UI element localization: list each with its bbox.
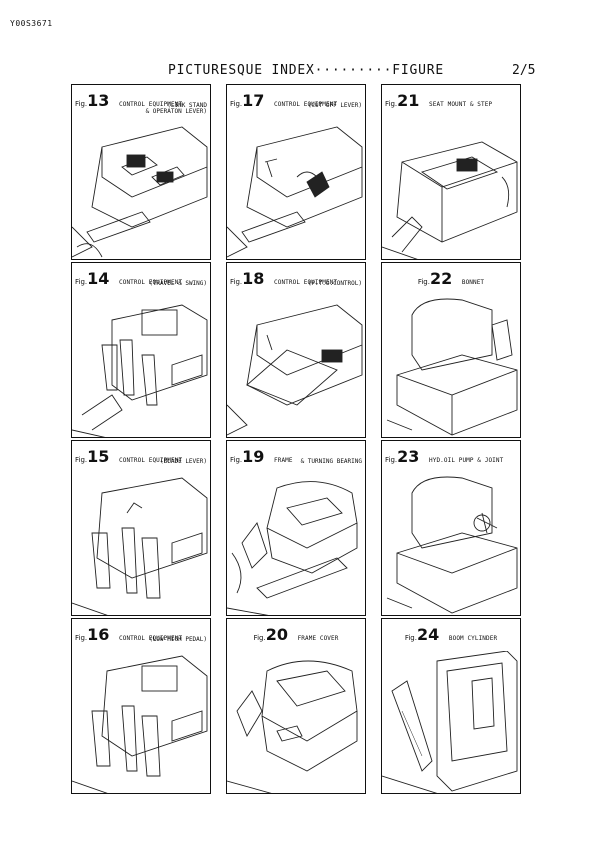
page-title: PICTURESQUE INDEX·········FIGURE bbox=[168, 63, 445, 78]
figure-illustration bbox=[227, 117, 365, 259]
figure-number: 19 bbox=[242, 447, 265, 466]
figure-subtitle: (P.T.O.CONTROL) bbox=[307, 280, 362, 287]
figure-number: 17 bbox=[242, 91, 265, 110]
figure-cell-16[interactable]: Fig.16 CONTROL EQUIPMENT (LOW-HIGH PEDAL… bbox=[71, 618, 211, 794]
figure-caption: Fig.23 HYD.OIL PUMP & JOINT bbox=[385, 447, 517, 475]
figure-number: 16 bbox=[87, 625, 110, 644]
figure-subtitle: (BLADE LEVER) bbox=[160, 458, 207, 465]
figure-subtitle: (CUT OFF LEVER) bbox=[307, 102, 362, 109]
figure-prefix: Fig. bbox=[253, 634, 266, 642]
figure-illustration bbox=[382, 650, 520, 793]
figure-cell-15[interactable]: Fig.15 CONTROL EQUIPMENT (BLADE LEVER) bbox=[71, 440, 211, 616]
figure-name: FRAME bbox=[274, 457, 293, 464]
figure-illustration bbox=[72, 117, 210, 259]
figure-number: 14 bbox=[87, 269, 110, 288]
figure-number: 21 bbox=[397, 91, 420, 110]
figure-name: CONTROL EQUIPMENT bbox=[274, 101, 338, 108]
figure-illustration bbox=[227, 295, 365, 437]
figure-index-grid: Fig.13 CONTROL EQUIPMENT (LINK STAND & O… bbox=[71, 84, 537, 796]
figure-cell-19[interactable]: Fig.19 FRAME & TURNING BEARING bbox=[226, 440, 366, 616]
figure-cell-21[interactable]: Fig.21 SEAT MOUNT & STEP bbox=[381, 84, 521, 260]
figure-prefix: Fig. bbox=[230, 456, 243, 464]
figure-caption: Fig.18 CONTROL EQUIPMENT (P.T.O.CONTROL) bbox=[230, 269, 362, 297]
figure-name: CONTROL EQUIPMENT bbox=[119, 635, 183, 642]
figure-illustration bbox=[382, 295, 520, 437]
figure-cell-23[interactable]: Fig.23 HYD.OIL PUMP & JOINT bbox=[381, 440, 521, 616]
figure-caption: Fig.19 FRAME & TURNING BEARING bbox=[230, 447, 362, 475]
figure-illustration bbox=[72, 651, 210, 793]
figure-illustration bbox=[382, 117, 520, 259]
figure-caption: Fig.17 CONTROL EQUIPMENT (CUT OFF LEVER) bbox=[230, 91, 362, 119]
figure-caption: Fig.14 CONTROL EQUIPMENT (TRAVEL & SWING… bbox=[75, 269, 207, 297]
figure-prefix: Fig. bbox=[75, 634, 88, 642]
figure-cell-17[interactable]: Fig.17 CONTROL EQUIPMENT (CUT OFF LEVER) bbox=[226, 84, 366, 260]
figure-caption: Fig.22 BONNET bbox=[382, 269, 520, 297]
figure-subtitle: & TURNING BEARING bbox=[300, 458, 362, 465]
figure-number: 23 bbox=[397, 447, 420, 466]
figure-cell-13[interactable]: Fig.13 CONTROL EQUIPMENT (LINK STAND & O… bbox=[71, 84, 211, 260]
document-code: Y00S3671 bbox=[10, 19, 53, 28]
figure-illustration bbox=[72, 295, 210, 437]
figure-subtitle: (TRAVEL & SWING) bbox=[149, 280, 207, 287]
figure-illustration bbox=[72, 473, 210, 615]
figure-name: CONTROL EQUIPMENT bbox=[119, 457, 183, 464]
figure-number: 20 bbox=[265, 625, 288, 644]
figure-caption: Fig.24 BOOM CYLINDER bbox=[382, 625, 520, 653]
figure-prefix: Fig. bbox=[417, 278, 430, 286]
figure-number: 18 bbox=[242, 269, 265, 288]
figure-prefix: Fig. bbox=[404, 634, 417, 642]
figure-caption: Fig.15 CONTROL EQUIPMENT (BLADE LEVER) bbox=[75, 447, 207, 475]
figure-name: CONTROL EQUIPMENT bbox=[119, 279, 183, 286]
figure-cell-22[interactable]: Fig.22 BONNET bbox=[381, 262, 521, 438]
figure-name: HYD.OIL PUMP & JOINT bbox=[429, 457, 504, 464]
figure-prefix: Fig. bbox=[75, 278, 88, 286]
figure-number: 22 bbox=[429, 269, 453, 288]
figure-cell-24[interactable]: Fig.24 BOOM CYLINDER bbox=[381, 618, 521, 794]
figure-prefix: Fig. bbox=[75, 456, 88, 464]
figure-caption: Fig.21 SEAT MOUNT & STEP bbox=[385, 91, 517, 119]
figure-cell-14[interactable]: Fig.14 CONTROL EQUIPMENT (TRAVEL & SWING… bbox=[71, 262, 211, 438]
figure-name: FRAME COVER bbox=[297, 635, 339, 642]
figure-name: CONTROL EQUIPMENT bbox=[274, 279, 338, 286]
page-number: 2/5 bbox=[512, 63, 536, 78]
figure-name: BOOM CYLINDER bbox=[448, 635, 498, 642]
figure-prefix: Fig. bbox=[230, 278, 243, 286]
figure-prefix: Fig. bbox=[385, 100, 398, 108]
figure-illustration bbox=[382, 473, 520, 615]
figure-number: 24 bbox=[416, 625, 440, 644]
figure-cell-18[interactable]: Fig.18 CONTROL EQUIPMENT (P.T.O.CONTROL) bbox=[226, 262, 366, 438]
figure-prefix: Fig. bbox=[385, 456, 398, 464]
figure-illustration bbox=[227, 473, 365, 615]
figure-name: BONNET bbox=[461, 279, 485, 286]
figure-subtitle: (LINK STAND & OPERATON LEVER) bbox=[145, 102, 207, 115]
figure-caption: Fig.16 CONTROL EQUIPMENT (LOW-HIGH PEDAL… bbox=[75, 625, 207, 653]
figure-prefix: Fig. bbox=[75, 100, 88, 108]
figure-number: 13 bbox=[87, 91, 110, 110]
figure-name: CONTROL EQUIPMENT bbox=[119, 101, 183, 108]
figure-caption: Fig.20 FRAME COVER bbox=[227, 625, 365, 653]
figure-prefix: Fig. bbox=[230, 100, 243, 108]
figure-number: 15 bbox=[87, 447, 110, 466]
figure-cell-20[interactable]: Fig.20 FRAME COVER bbox=[226, 618, 366, 794]
figure-caption: Fig.13 CONTROL EQUIPMENT (LINK STAND & O… bbox=[75, 91, 207, 119]
figure-subtitle: (LOW-HIGH PEDAL) bbox=[149, 636, 207, 643]
figure-name: SEAT MOUNT & STEP bbox=[429, 101, 493, 108]
figure-illustration bbox=[227, 651, 365, 793]
